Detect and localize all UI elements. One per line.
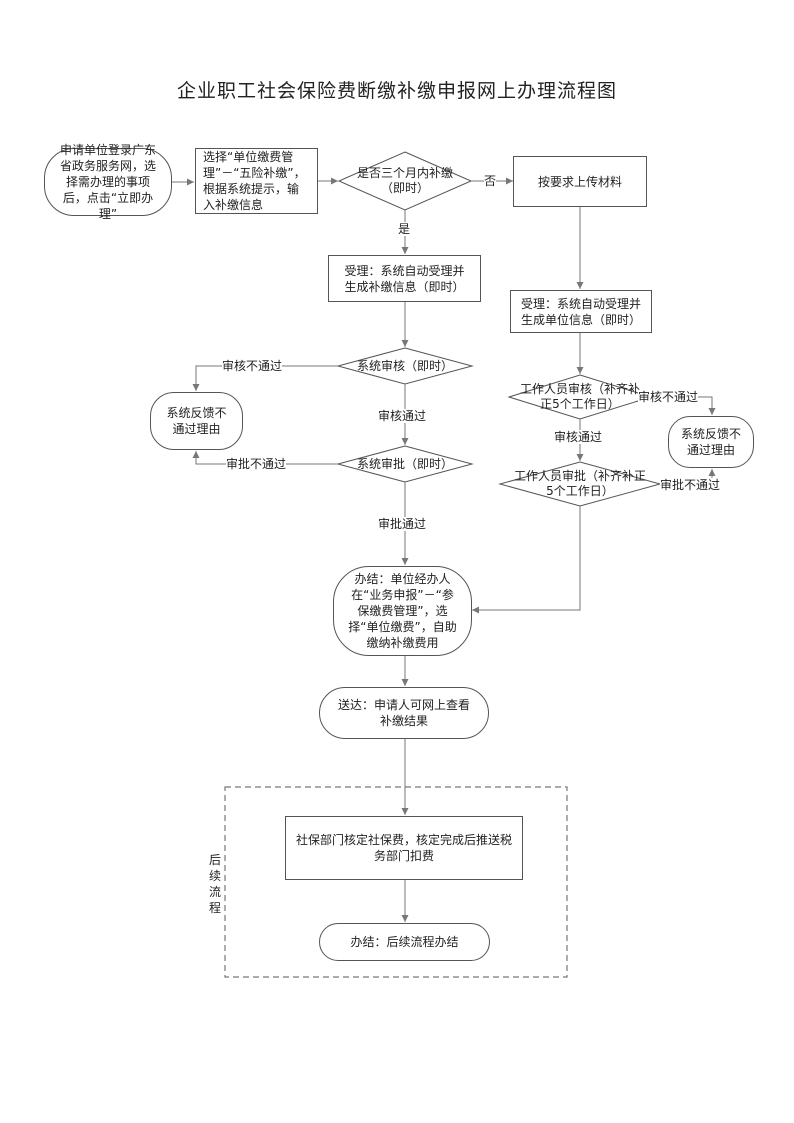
node-followup-done: 办结：后续流程办结: [319, 923, 490, 961]
node-accept-left: 受理：系统自动受理并生成补缴信息（即时）: [328, 255, 481, 302]
followup-group-border: [224, 786, 568, 978]
node-verify: 社保部门核定社保费，核定完成后推送税务部门扣费: [285, 816, 523, 880]
sys-approve-text: 系统审批（即时）: [356, 456, 453, 471]
edge-review-fail-left: [192, 365, 338, 391]
node-deliver: 送达：申请人可网上查看补缴结果: [319, 687, 489, 739]
staff-review-text: 工作人员审核（补齐补正5个工作日）: [520, 382, 641, 411]
label-approve-fail-left: 审批不通过: [226, 457, 287, 471]
node-feedback-right: 系统反馈不通过理由: [668, 416, 754, 468]
group-label-followup: 后续流程: [208, 853, 221, 915]
label-approve-pass-left: 审批通过: [378, 517, 427, 531]
staff-approve-text: 工作人员审批（补齐补正5个工作日）: [513, 469, 646, 498]
page-title: 企业职工社会保险费断缴补缴申报网上办理流程图: [176, 80, 617, 102]
node-complete: 办结：单位经办人在“业务申报”－“参保缴费管理”，选择“单位缴费”，自助缴纳补缴…: [333, 566, 472, 656]
edge-approve-pass-right: [472, 506, 581, 614]
label-no: 否: [484, 174, 497, 188]
node-feedback-left: 系统反馈不通过理由: [150, 392, 243, 450]
edge-approve-fail-left: [192, 451, 338, 465]
label-approve-fail-right: 审批不通过: [660, 478, 721, 492]
sys-review-text: 系统审核（即时）: [356, 358, 453, 373]
node-start: 申请单位登录广东省政务服务网，选择需办理的事项后，点击“立即办理”: [44, 143, 172, 221]
label-review-fail-left: 审核不通过: [222, 359, 283, 373]
node-accept-right: 受理：系统自动受理并生成单位信息（即时）: [510, 290, 652, 333]
node-upload: 按要求上传材料: [513, 156, 647, 207]
label-review-pass-left: 审核通过: [378, 409, 427, 423]
label-review-pass-right: 审核通过: [554, 430, 603, 444]
node-select: 选择“单位缴费管理”－“五险补缴”，根据系统提示，输入补缴信息: [195, 148, 318, 214]
decision-text: 是否三个月内补缴（即时）: [356, 166, 453, 195]
label-review-fail-right: 审核不通过: [638, 390, 699, 404]
label-yes: 是: [398, 222, 411, 236]
